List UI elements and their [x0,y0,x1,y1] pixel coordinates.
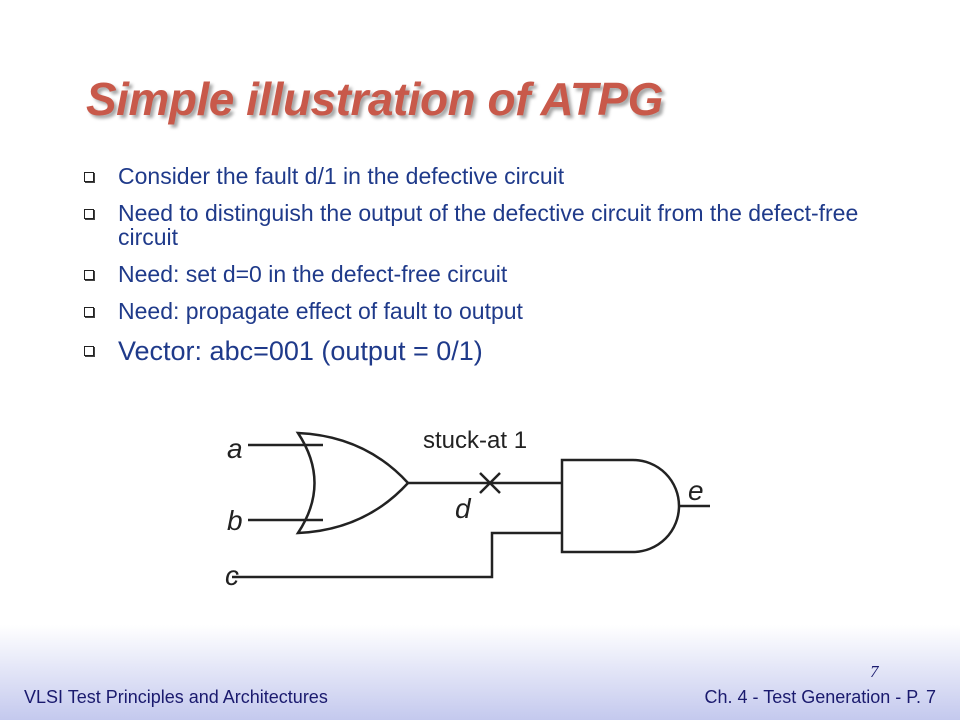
bullet-item: Consider the fault d/1 in the defective … [84,164,904,188]
slide-number: 7 [870,662,879,681]
label-b: b [227,505,243,536]
and-gate [560,458,681,554]
bullet-list: Consider the fault d/1 in the defective … [84,164,904,379]
square-bullet-icon [84,172,94,182]
label-d: d [455,493,472,524]
footer-bar: 7 VLSI Test Principles and Architectures… [0,625,960,720]
fault-label: stuck-at 1 [423,427,527,454]
fault-x-icon [479,472,501,494]
label-c: c [225,560,239,591]
footer-course-title: VLSI Test Principles and Architectures [24,687,328,707]
square-bullet-icon [84,270,94,280]
slide-title: Simple illustration of ATPG [86,73,663,125]
label-a: a [227,433,243,464]
or-gate [295,431,410,535]
bullet-item: Need: propagate effect of fault to outpu… [84,299,904,323]
bullet-text: Need: propagate effect of fault to outpu… [118,298,523,324]
bullet-text: Consider the fault d/1 in the defective … [118,163,565,189]
square-bullet-icon [84,307,94,317]
bullet-item: Need: set d=0 in the defect-free circuit [84,262,904,286]
label-e: e [688,475,704,506]
bullet-text: Need to distinguish the output of the de… [118,200,859,250]
bullet-item-vector: Vector: abc=001 (output = 0/1) [84,336,904,366]
bullet-text: Need: set d=0 in the defect-free circuit [118,261,508,287]
square-bullet-icon [84,209,94,219]
footer-chapter: Ch. 4 - Test Generation - P. 7 [704,687,936,707]
wire-c [232,531,562,579]
circuit-diagram: a b c d e stuck-at 1 [225,427,710,591]
bullet-text: Vector: abc=001 (output = 0/1) [118,336,483,366]
bullet-item: Need to distinguish the output of the de… [84,201,904,249]
square-bullet-icon [84,346,94,356]
